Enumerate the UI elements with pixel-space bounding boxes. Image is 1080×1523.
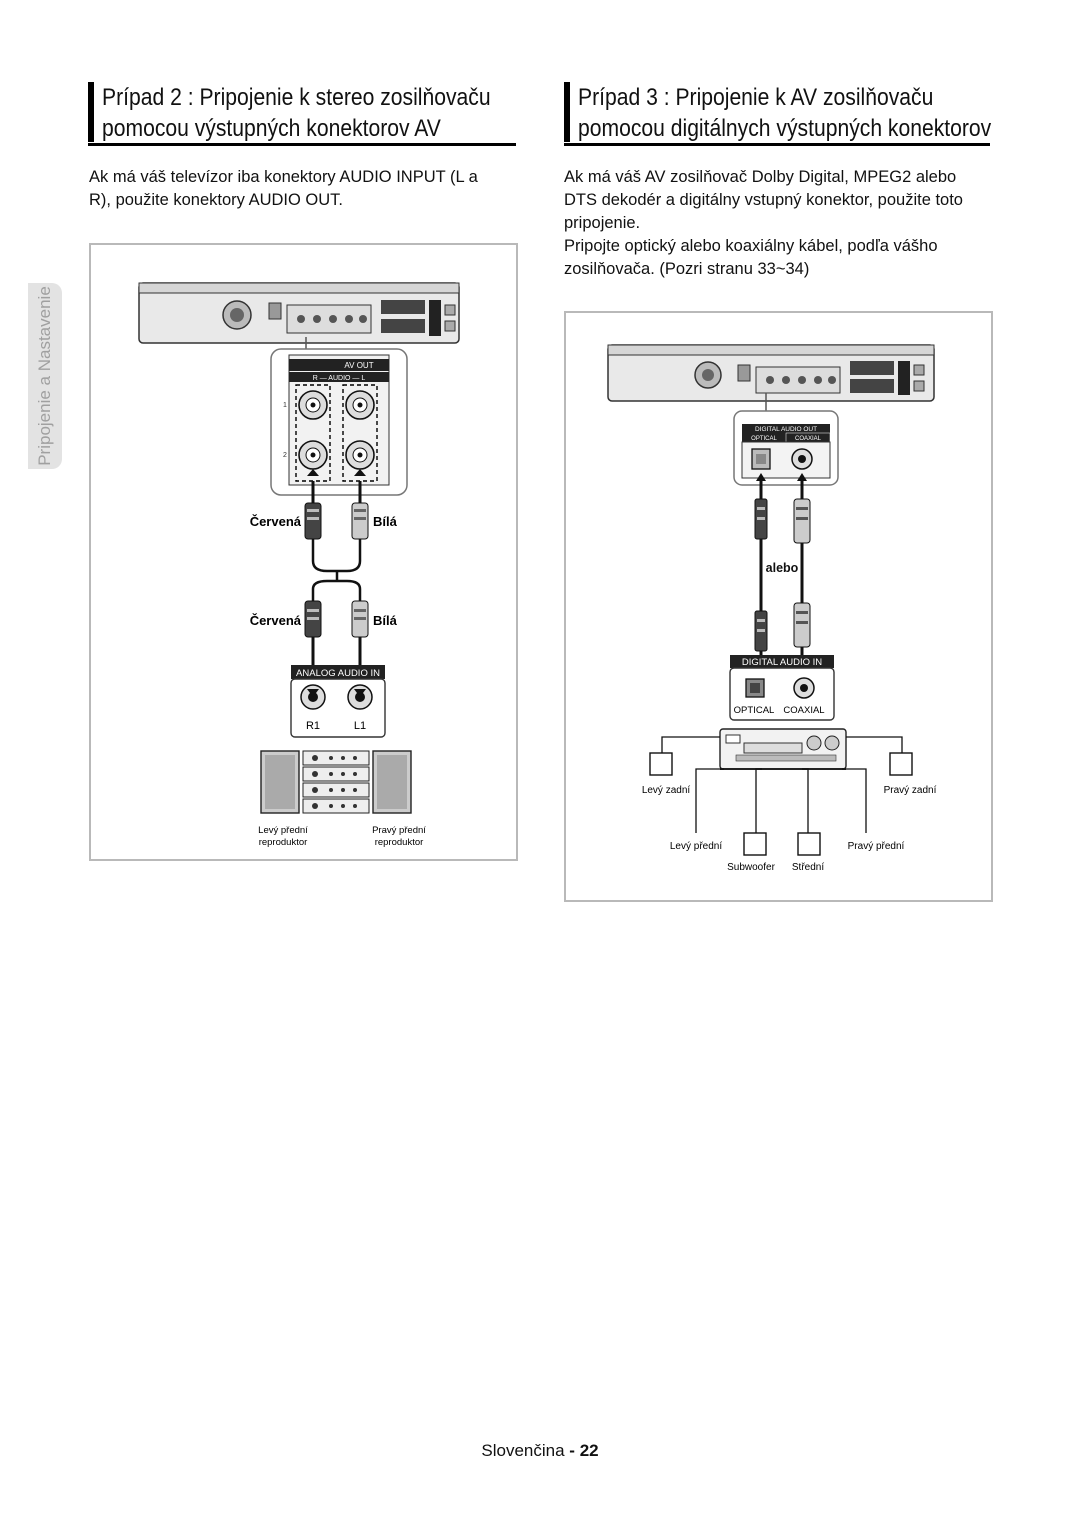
- av-receiver: [719, 728, 847, 770]
- page-footer: Slovenčina - 22: [0, 1441, 1080, 1461]
- av-out-zoom: AV OUT R — AUDIO — L 1 2: [270, 348, 408, 496]
- right-title-line1: Prípad 3 : Pripojenie k AV zosilňovaču: [578, 84, 934, 111]
- subwoofer-speaker: [743, 832, 767, 856]
- left-title-bar: [88, 82, 94, 142]
- right-title-bar: [564, 82, 570, 142]
- left-body-line: Ak má váš televízor iba konektory AUDIO …: [89, 168, 478, 186]
- left-front-label: Levý přední: [670, 841, 722, 852]
- digital-audio-in-label: DIGITAL AUDIO IN: [742, 657, 822, 668]
- row-1-label: 1: [283, 402, 287, 409]
- side-tab-label: Pripojenie a Nastavenie: [35, 286, 54, 466]
- red-label-lower: Červená: [250, 613, 302, 628]
- right-body-line: pripojenie.: [564, 214, 641, 232]
- optical-in-label: OPTICAL: [734, 705, 775, 716]
- white-label-upper: Bílá: [373, 514, 398, 529]
- lower-rca-plugs: Červená Bílá: [250, 600, 398, 675]
- left-title-line2: pomocou výstupných konektorov AV: [102, 115, 441, 142]
- right-body-line: zosilňovača. (Pozri stranu 33~34): [564, 260, 810, 278]
- left-title-rule: [88, 143, 516, 146]
- left-body-line: R), použite konektory AUDIO OUT.: [89, 191, 344, 209]
- l1-label: L1: [354, 720, 366, 732]
- recorder-rear-panel: [607, 344, 935, 402]
- subwoofer-label: Subwoofer: [727, 862, 775, 873]
- audio-row-label: R — AUDIO — L: [313, 375, 366, 382]
- right-rear-speaker: [889, 752, 913, 776]
- right-speaker-label: reproduktor: [375, 837, 424, 848]
- speaker-wiring: [661, 736, 903, 833]
- digital-audio-in-panel: DIGITAL AUDIO IN OPTICAL COAXIAL: [729, 655, 835, 721]
- digital-out-zoom: DIGITAL AUDIO OUT OPTICAL COAXIAL: [733, 410, 839, 486]
- stereo-connection-diagram: AV OUT R — AUDIO — L 1 2 Čer: [138, 282, 460, 848]
- white-label-lower: Bílá: [373, 613, 398, 628]
- recorder-rear-panel: [138, 282, 460, 344]
- coaxial-out-label: COAXIAL: [795, 436, 822, 442]
- stereo-system: [260, 750, 412, 814]
- page-number: 22: [579, 1441, 599, 1460]
- or-label: alebo: [766, 561, 799, 575]
- left-rear-speaker: [649, 752, 673, 776]
- digital-out-label: DIGITAL AUDIO OUT: [755, 426, 817, 433]
- footer-language: Slovenčina: [481, 1441, 565, 1460]
- upper-rca-plugs: Červená Bílá: [250, 481, 398, 540]
- side-tab: Pripojenie a Nastavenie: [28, 283, 62, 469]
- left-title-line1: Prípad 2 : Pripojenie k stereo zosilňova…: [102, 84, 491, 111]
- optical-out-label: OPTICAL: [751, 436, 777, 442]
- av-out-label: AV OUT: [344, 361, 373, 370]
- right-front-label: Pravý přední: [372, 825, 426, 836]
- analog-audio-in-panel: ANALOG AUDIO IN R1 L1: [290, 665, 386, 738]
- center-label: Střední: [792, 862, 824, 873]
- right-diagram: DIGITAL AUDIO OUT OPTICAL COAXIAL: [564, 311, 993, 902]
- digital-connection-diagram: DIGITAL AUDIO OUT OPTICAL COAXIAL: [607, 344, 937, 873]
- left-body: Ak má váš televízor iba konektory AUDIO …: [89, 166, 519, 212]
- left-diagram: AV OUT R — AUDIO — L 1 2 Čer: [89, 243, 518, 861]
- right-body-line: DTS dekodér a digitálny vstupný konektor…: [564, 191, 963, 209]
- right-rear-label: Pravý zadní: [884, 785, 937, 796]
- right-title-line2: pomocou digitálnych výstupných konektoro…: [578, 115, 992, 142]
- footer-separator: -: [569, 1441, 575, 1460]
- coaxial-cable: [793, 473, 811, 663]
- center-speaker: [797, 832, 821, 856]
- right-front-label: Pravý přední: [848, 841, 905, 852]
- left-speaker-label: reproduktor: [259, 837, 308, 848]
- right-body: Ak má váš AV zosilňovač Dolby Digital, M…: [564, 166, 994, 281]
- analog-audio-in-label: ANALOG AUDIO IN: [296, 668, 380, 679]
- right-body-line: Ak má váš AV zosilňovač Dolby Digital, M…: [564, 168, 957, 186]
- left-front-label: Levý přední: [258, 825, 308, 836]
- right-title-rule: [564, 143, 990, 146]
- row-2-label: 2: [283, 452, 287, 459]
- red-label-upper: Červená: [250, 514, 302, 529]
- coaxial-in-label: COAXIAL: [783, 705, 824, 716]
- r1-label: R1: [306, 720, 320, 732]
- right-body-line: Pripojte optický alebo koaxiálny kábel, …: [564, 237, 938, 255]
- left-rear-label: Levý zadní: [642, 785, 691, 796]
